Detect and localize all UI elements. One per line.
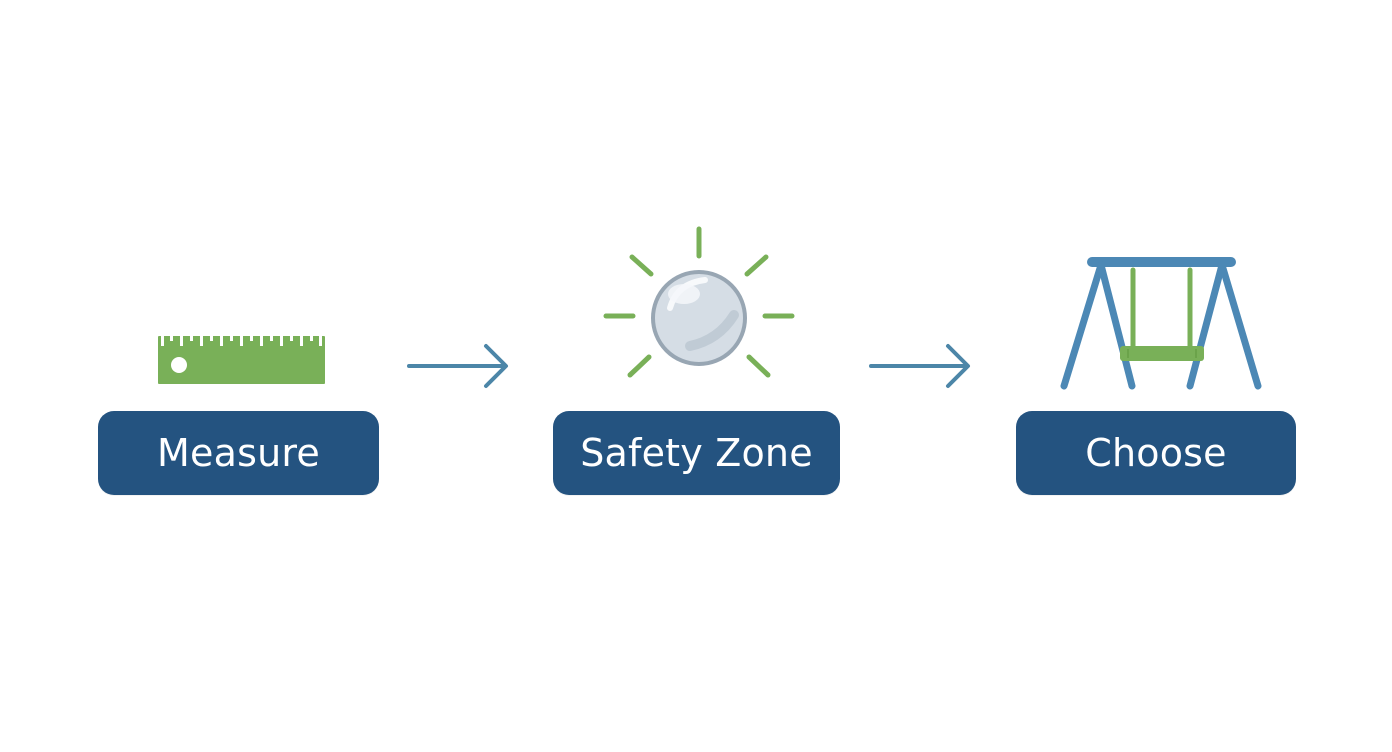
choose-label: Choose xyxy=(1016,411,1296,495)
arrow-right-icon xyxy=(404,338,514,394)
arrow-right-icon xyxy=(866,338,976,394)
safety-zone-label: Safety Zone xyxy=(553,411,840,495)
measure-label: Measure xyxy=(98,411,379,495)
swing-set-icon xyxy=(1054,250,1268,395)
sun-icon xyxy=(598,220,800,388)
ruler-icon xyxy=(153,330,330,390)
